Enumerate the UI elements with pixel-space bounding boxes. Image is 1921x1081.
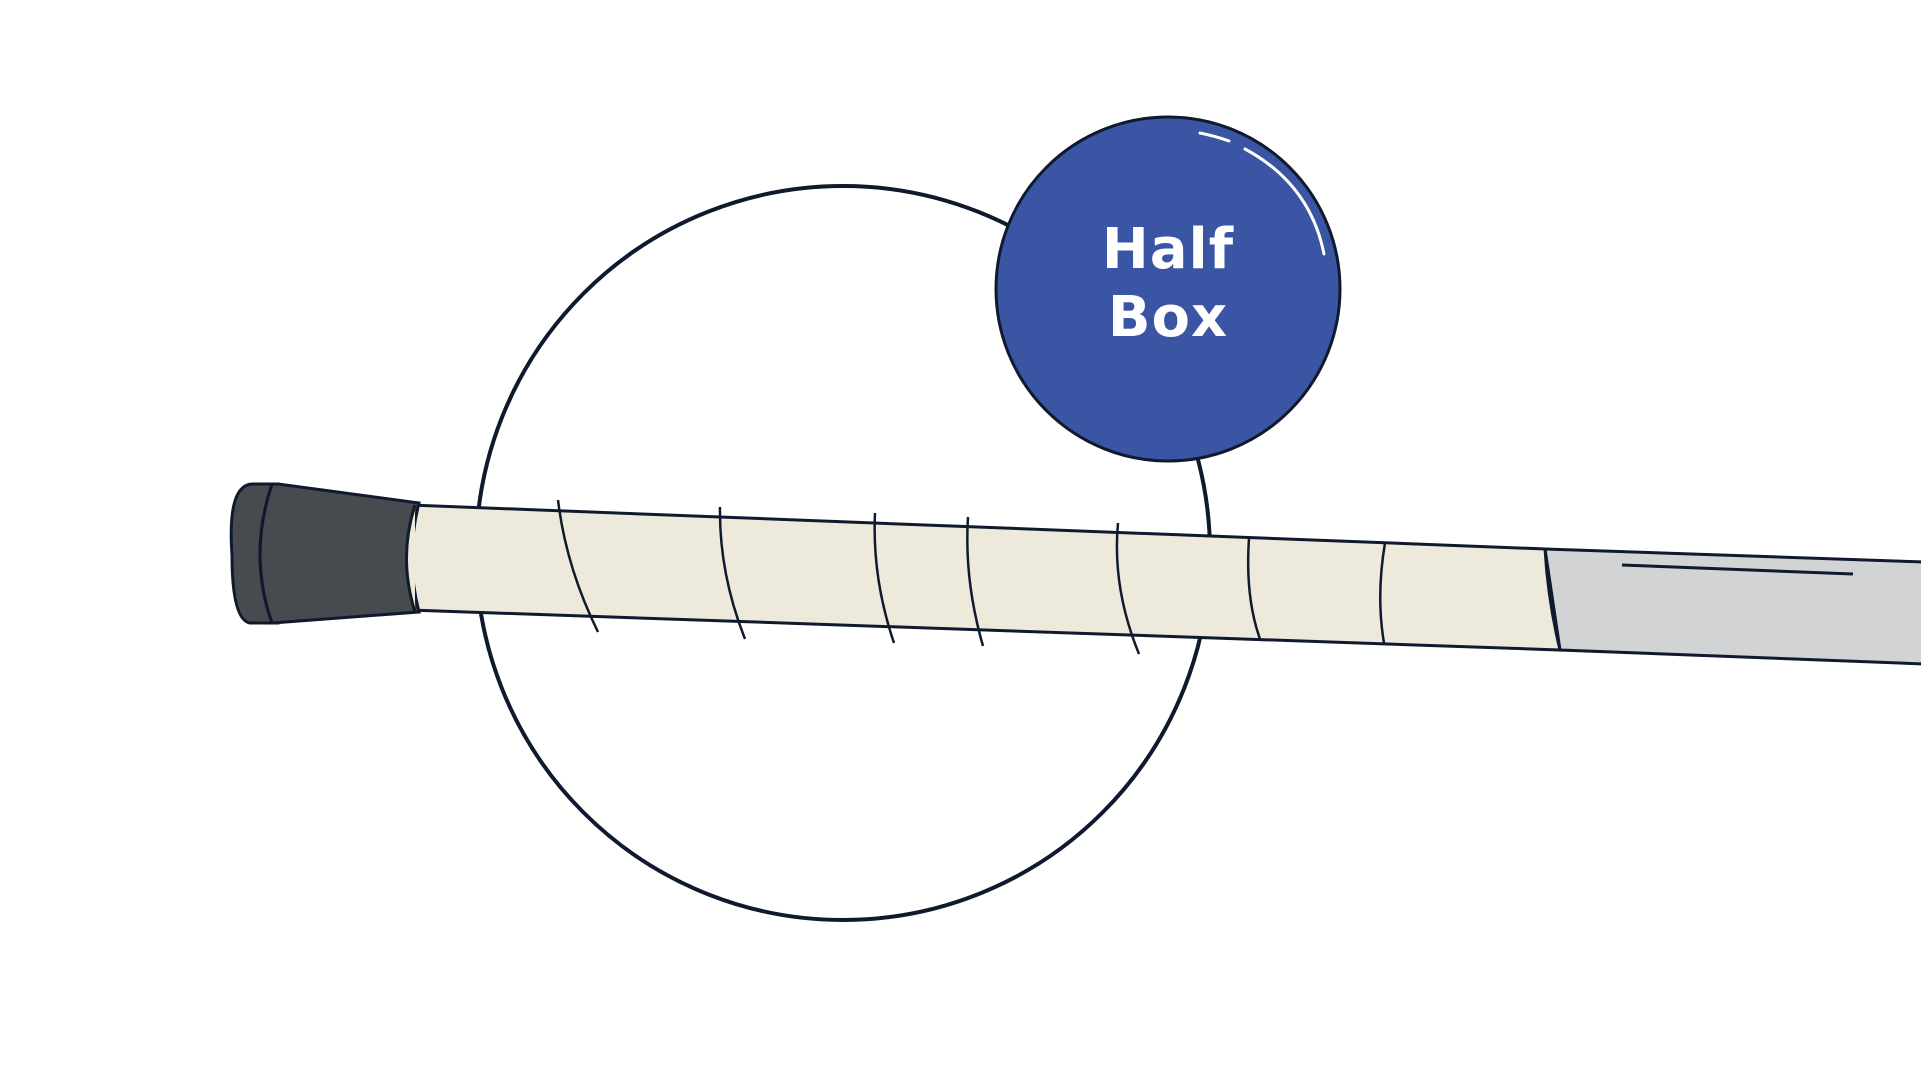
butt-end-cap: [229, 482, 421, 625]
badge-label-line-2: Box: [1107, 285, 1229, 350]
stick-shaft: [1543, 547, 1921, 666]
badge-label-line-1: Half: [1101, 217, 1235, 282]
badge-shine: [1198, 131, 1326, 256]
half-box-badge: [994, 115, 1342, 463]
tape-wrap-lines: [556, 499, 1387, 655]
badge-label: Half Box: [996, 216, 1340, 352]
shaft-highlight: [1621, 563, 1854, 576]
